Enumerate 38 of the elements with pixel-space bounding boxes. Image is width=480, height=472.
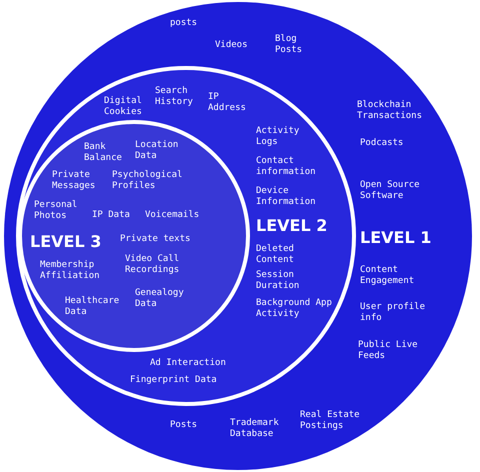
- level-heading: LEVEL 3: [30, 232, 102, 251]
- data-type-label: Genealogy Data: [135, 288, 185, 310]
- data-type-label: Activity Logs: [256, 126, 300, 148]
- data-type-label: Private texts: [120, 234, 190, 245]
- data-type-label: Ad Interaction: [150, 358, 226, 369]
- data-type-label: Search History: [155, 86, 194, 108]
- data-type-label: IP Address: [208, 92, 247, 114]
- data-type-label: Real Estate Postings: [300, 410, 361, 432]
- data-type-label: Posts: [170, 420, 198, 431]
- data-type-label: Open Source Software: [360, 180, 421, 202]
- data-type-label: Podcasts: [360, 138, 404, 149]
- data-type-label: Content Engagement: [360, 265, 416, 287]
- level-heading: LEVEL 2: [256, 216, 328, 235]
- data-type-label: Deleted Content: [256, 244, 295, 266]
- data-type-label: Bank Balance: [84, 142, 123, 164]
- data-type-label: Blockchain Transactions: [357, 100, 423, 122]
- data-type-label: Device Information: [256, 186, 317, 208]
- data-type-label: Contact information: [256, 156, 317, 178]
- data-type-label: Digital Cookies: [104, 96, 143, 118]
- data-type-label: Personal Photos: [34, 200, 78, 222]
- data-type-label: Private Messages: [52, 170, 96, 192]
- data-type-label: Public Live Feeds: [358, 340, 419, 362]
- data-type-label: Video Call Recordings: [125, 254, 180, 276]
- data-type-label: Background App Activity: [256, 298, 333, 320]
- data-type-label: posts: [170, 18, 198, 29]
- data-type-label: Trademark Database: [230, 418, 280, 440]
- data-type-label: Membership Affiliation: [40, 260, 101, 282]
- data-type-label: Healthcare Data: [65, 296, 120, 318]
- data-type-label: User profile info: [360, 302, 426, 324]
- data-type-label: Location Data: [135, 140, 180, 162]
- data-type-label: Videos: [215, 40, 248, 51]
- data-type-label: Session Duration: [256, 270, 300, 292]
- level-heading: LEVEL 1: [360, 228, 432, 247]
- data-type-label: Psychological Profiles: [112, 170, 184, 192]
- data-type-label: Fingerprint Data: [130, 375, 217, 386]
- data-type-label: Voicemails: [145, 210, 200, 221]
- data-type-label: IP Data: [92, 210, 130, 221]
- data-type-label: Blog Posts: [275, 34, 304, 56]
